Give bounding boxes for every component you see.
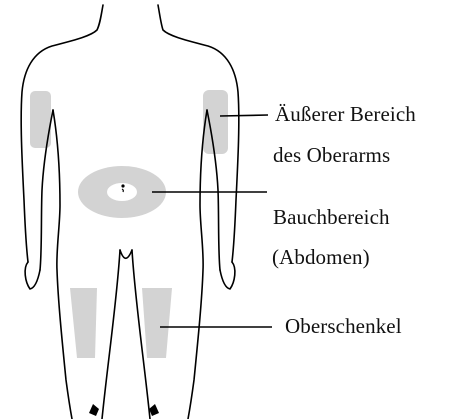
abdomen-label-line1: Bauchbereich <box>273 203 390 232</box>
thigh-label: Oberschenkel <box>285 312 402 341</box>
upper-arm-label-line1: Äußerer Bereich <box>275 100 416 129</box>
left-thigh-zone <box>70 288 97 358</box>
right-upper-arm-zone <box>203 90 228 154</box>
upper-arm-label-line2: des Oberarms <box>273 141 390 170</box>
abdomen-label-line2: (Abdomen) <box>272 243 370 272</box>
upper-arm-leader-line <box>220 115 268 116</box>
right-thigh-zone <box>142 288 172 358</box>
